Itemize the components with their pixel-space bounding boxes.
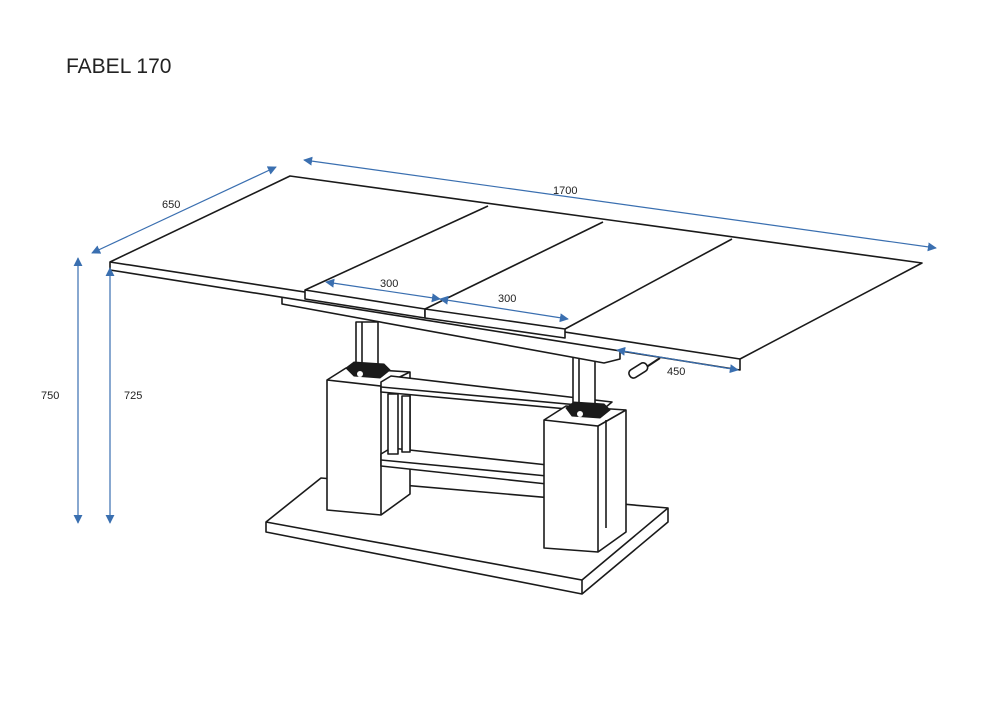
page-title: FABEL 170 (66, 55, 171, 78)
height-min-label: 725 (124, 390, 142, 402)
length-dimension-line (303, 156, 937, 252)
depth-dimension-line (91, 166, 277, 254)
extension-right-label: 300 (498, 293, 516, 305)
inner-members (387, 393, 411, 455)
lift-range-dimension-line (616, 346, 739, 374)
extension-left-label: 300 (380, 278, 398, 290)
lift-range-label: 450 (667, 366, 685, 378)
lift-bracket-front (565, 401, 611, 419)
length-label: 1700 (553, 185, 577, 197)
dimension-lines (73, 156, 937, 524)
lift-bracket-back (345, 361, 391, 379)
height-max-label: 750 (41, 390, 59, 402)
extension-right-dimension-line (439, 295, 569, 323)
depth-label: 650 (162, 199, 180, 211)
extension-left-dimension-line (325, 278, 441, 303)
front-pedestal (543, 405, 627, 553)
lift-handle-icon (628, 357, 661, 379)
